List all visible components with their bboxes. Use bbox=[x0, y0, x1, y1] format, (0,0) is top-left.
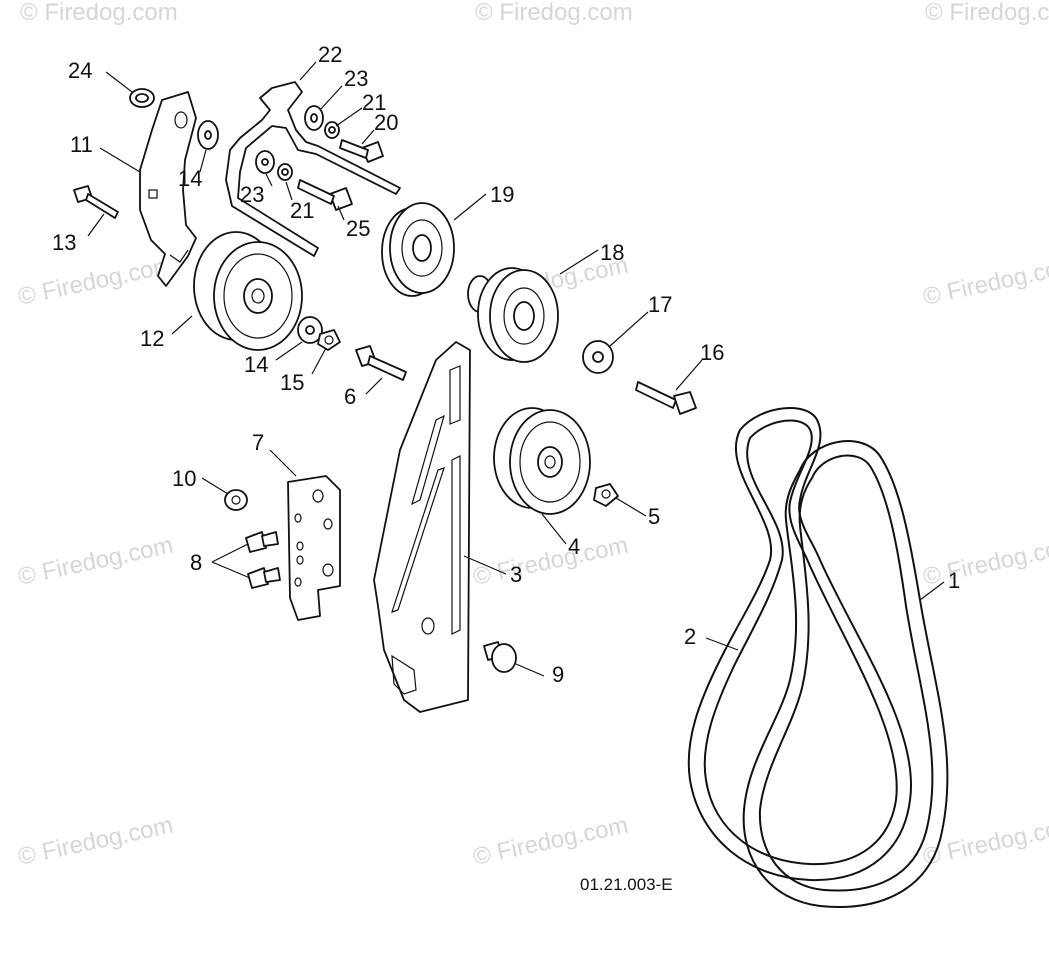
callout-6: 6 bbox=[344, 384, 356, 409]
callout-19: 19 bbox=[490, 182, 514, 207]
callout-labels: 24 11 13 14 12 14 15 22 23 21 20 23 21 2… bbox=[52, 42, 960, 687]
callout-21: 21 bbox=[362, 90, 386, 115]
callout-16: 16 bbox=[700, 340, 724, 365]
watermark: © Firedog.com bbox=[921, 252, 1049, 311]
callout-15: 15 bbox=[280, 370, 304, 395]
callout-10: 10 bbox=[172, 466, 196, 491]
drawing-code: 01.21.003-E bbox=[580, 875, 673, 894]
part-11-bracket bbox=[139, 91, 197, 287]
callout-9: 9 bbox=[552, 662, 564, 687]
part-19-pulley bbox=[381, 202, 455, 297]
part-20-bolt bbox=[339, 139, 384, 163]
watermark: © Firedog.com bbox=[16, 812, 176, 871]
part-14-washer bbox=[197, 120, 219, 150]
part-8-screw bbox=[247, 567, 281, 589]
part-25-bolt bbox=[297, 179, 353, 211]
callout-18: 18 bbox=[600, 240, 624, 265]
watermark: © Firedog.com bbox=[925, 0, 1049, 26]
callout-17: 17 bbox=[648, 292, 672, 317]
part-8-screw bbox=[245, 531, 279, 553]
leader-lines bbox=[87, 61, 945, 677]
watermark: © Firedog.com bbox=[471, 532, 631, 591]
part-1-belt bbox=[742, 440, 949, 908]
watermark: © Firedog.com bbox=[20, 0, 178, 26]
callout-12: 12 bbox=[140, 326, 164, 351]
part-24-nut bbox=[129, 88, 155, 108]
part-18-pulley bbox=[467, 267, 559, 363]
watermark: © Firedog.com bbox=[921, 532, 1049, 591]
callout-23: 23 bbox=[344, 66, 368, 91]
part-5-nut bbox=[593, 483, 619, 507]
part-23-washer bbox=[255, 150, 275, 174]
callout-21: 21 bbox=[290, 198, 314, 223]
part-12-pulley bbox=[193, 231, 303, 351]
watermark: © Firedog.com bbox=[16, 252, 176, 311]
part-16-bolt bbox=[635, 381, 697, 415]
callout-23: 23 bbox=[240, 182, 264, 207]
callout-8: 8 bbox=[190, 550, 202, 575]
part-9-bolt bbox=[483, 641, 517, 673]
watermark: © Firedog.com bbox=[475, 0, 633, 26]
callout-14: 14 bbox=[244, 352, 268, 377]
watermark: © Firedog.com bbox=[16, 532, 176, 591]
part-23-washer bbox=[304, 105, 324, 131]
callout-11: 11 bbox=[70, 132, 93, 157]
part-6-bolt bbox=[355, 345, 407, 381]
part-7-plate bbox=[287, 475, 341, 621]
part-3-bracket bbox=[373, 341, 471, 713]
part-13-bolt bbox=[73, 185, 119, 219]
part-22-link bbox=[225, 81, 401, 257]
part-21-nut bbox=[324, 121, 340, 139]
callout-25: 25 bbox=[346, 216, 370, 241]
callout-22: 22 bbox=[318, 42, 342, 67]
part-10-nut bbox=[224, 489, 248, 511]
callout-2: 2 bbox=[684, 624, 696, 649]
callout-13: 13 bbox=[52, 230, 76, 255]
watermark: © Firedog.com bbox=[471, 812, 631, 871]
callout-4: 4 bbox=[568, 534, 580, 559]
part-14-washer bbox=[297, 316, 323, 344]
callout-24: 24 bbox=[68, 58, 92, 83]
callout-14: 14 bbox=[178, 166, 202, 191]
part-2-belt bbox=[687, 407, 913, 882]
part-17-washer bbox=[582, 340, 614, 374]
callout-7: 7 bbox=[252, 430, 264, 455]
callout-5: 5 bbox=[648, 504, 660, 529]
part-15-nut bbox=[317, 329, 341, 351]
part-4-pulley bbox=[493, 407, 591, 515]
callout-1: 1 bbox=[948, 568, 960, 593]
callout-20: 20 bbox=[374, 110, 398, 135]
callout-3: 3 bbox=[510, 562, 522, 587]
part-21-nut bbox=[277, 163, 293, 181]
